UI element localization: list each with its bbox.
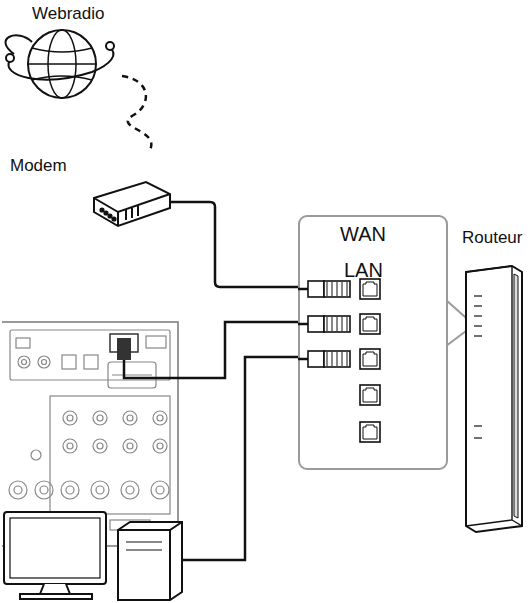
network-cable <box>166 202 298 287</box>
port-panel: WAN LAN <box>298 215 448 470</box>
node-label: Modem <box>10 156 67 176</box>
node-label: Webradio <box>32 4 104 24</box>
webradio-node: Webradio <box>2 2 122 102</box>
router-node: Routeur <box>452 226 530 536</box>
node-label: LAN <box>344 259 383 282</box>
node-icon <box>300 217 450 472</box>
node-label: Routeur <box>462 228 522 248</box>
computer-icon <box>4 512 182 600</box>
node-icon <box>452 226 530 536</box>
receiver-cable <box>117 322 298 378</box>
modem-node: Modem <box>6 150 176 240</box>
pc-cable <box>182 357 298 560</box>
node-label: WAN <box>340 223 386 246</box>
network-link <box>122 76 151 150</box>
